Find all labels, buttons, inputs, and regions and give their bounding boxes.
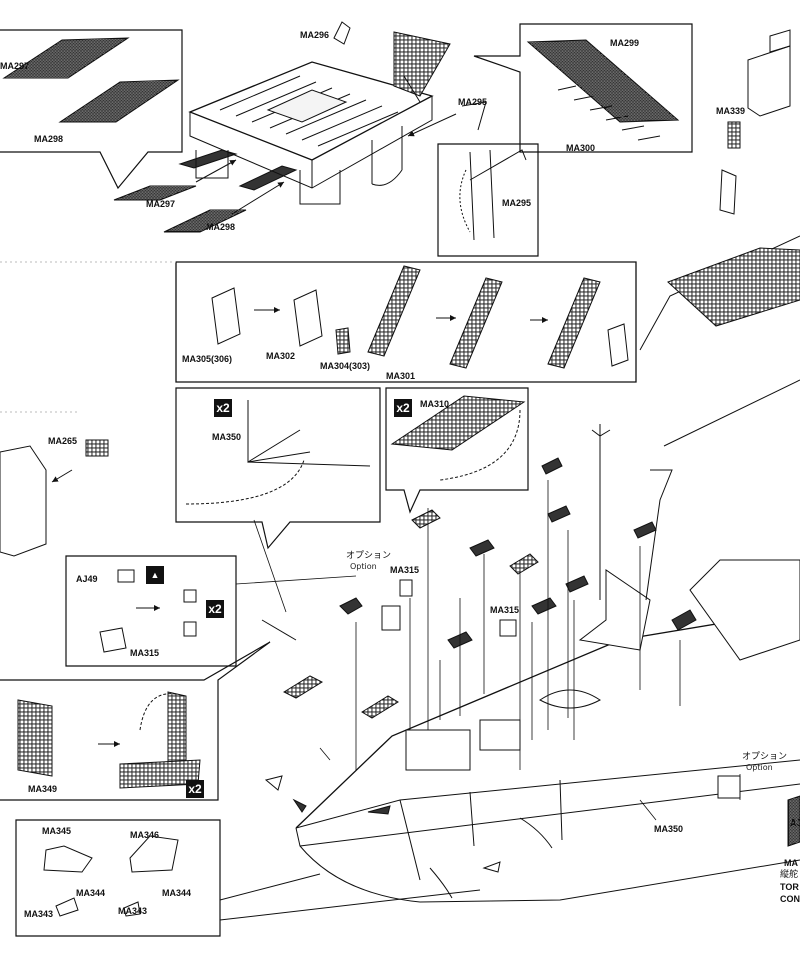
part-ma265: [0, 439, 109, 557]
grating-strips: [113, 149, 298, 233]
page-dividers: [0, 261, 176, 413]
label-ma302: MA302: [266, 351, 296, 361]
callout-ma299: [473, 23, 693, 153]
option-en-1: Option: [350, 562, 377, 571]
side-text-jp: 縦舵: [780, 870, 799, 880]
label-ma295: MA295: [502, 198, 532, 208]
label-ma339: MA339: [716, 106, 746, 116]
label-ma350: MA350: [654, 824, 684, 834]
callout-grating: [0, 29, 183, 190]
ship-hull: [295, 424, 800, 903]
label-ma-cut: MA: [784, 858, 798, 868]
callout-ma310: [385, 387, 529, 514]
label-ma315-a: MA315: [390, 565, 420, 575]
label-ma315-b: MA315: [490, 605, 520, 615]
option-jp-2: オプション: [742, 752, 788, 762]
label-ma296: MA296: [300, 30, 330, 40]
label-ma346: MA346: [130, 830, 160, 840]
deck-parts: [261, 509, 800, 873]
option-en-2: Option: [746, 763, 773, 772]
label-ma350-detail: MA350: [212, 432, 242, 442]
side-text-tor: TOR: [780, 882, 799, 892]
turret-ma339: [727, 29, 791, 149]
leader-lines: [235, 480, 741, 821]
option-jp-1: オプション: [346, 551, 392, 561]
label-ma265: MA265: [48, 436, 78, 446]
label-ma343-b: MA343: [118, 906, 148, 916]
multiplier-ma350: x2: [214, 399, 232, 417]
label-ma297-top: MA297: [0, 61, 30, 71]
deck-structure: [188, 21, 457, 205]
label-ma298-top: MA298: [34, 134, 64, 144]
label-ma305: MA305(306): [182, 354, 233, 364]
callout-ma350: [175, 387, 381, 550]
label-ma344-a: MA344: [76, 888, 106, 898]
multiplier-ma310: x2: [394, 399, 412, 417]
label-ma301: MA301: [386, 371, 416, 381]
label-aj49: AJ49: [76, 574, 98, 584]
label-ma298: MA298: [206, 222, 236, 232]
hull-right-upper: [639, 169, 800, 447]
label-ma315-detail: MA315: [130, 648, 160, 658]
label-ma300: MA300: [566, 143, 596, 153]
callout-stairway: [175, 261, 637, 383]
multiplier-ma349: x2: [186, 780, 204, 798]
callout-aj49: [65, 555, 237, 667]
multiplier-ma315: x2: [206, 600, 224, 618]
label-ma310: MA310: [420, 399, 450, 409]
label-ma295-top: MA295: [458, 97, 488, 107]
label-ma344-b: MA344: [162, 888, 192, 898]
label-ma297: MA297: [146, 199, 176, 209]
callout-ma349: [0, 641, 271, 801]
label-aj-cut: AJ: [790, 818, 800, 828]
side-text-con: CON: [780, 894, 800, 904]
gun-mounts: [339, 457, 697, 649]
photo-etch-icon: ▲: [146, 566, 164, 584]
label-ma304: MA304(303): [320, 361, 371, 371]
label-ma345: MA345: [42, 826, 72, 836]
callout-ma343: [15, 819, 481, 937]
callout-ma295: [437, 101, 539, 257]
label-ma349: MA349: [28, 784, 58, 794]
label-ma343-a: MA343: [24, 909, 54, 919]
label-ma299: MA299: [610, 38, 640, 48]
